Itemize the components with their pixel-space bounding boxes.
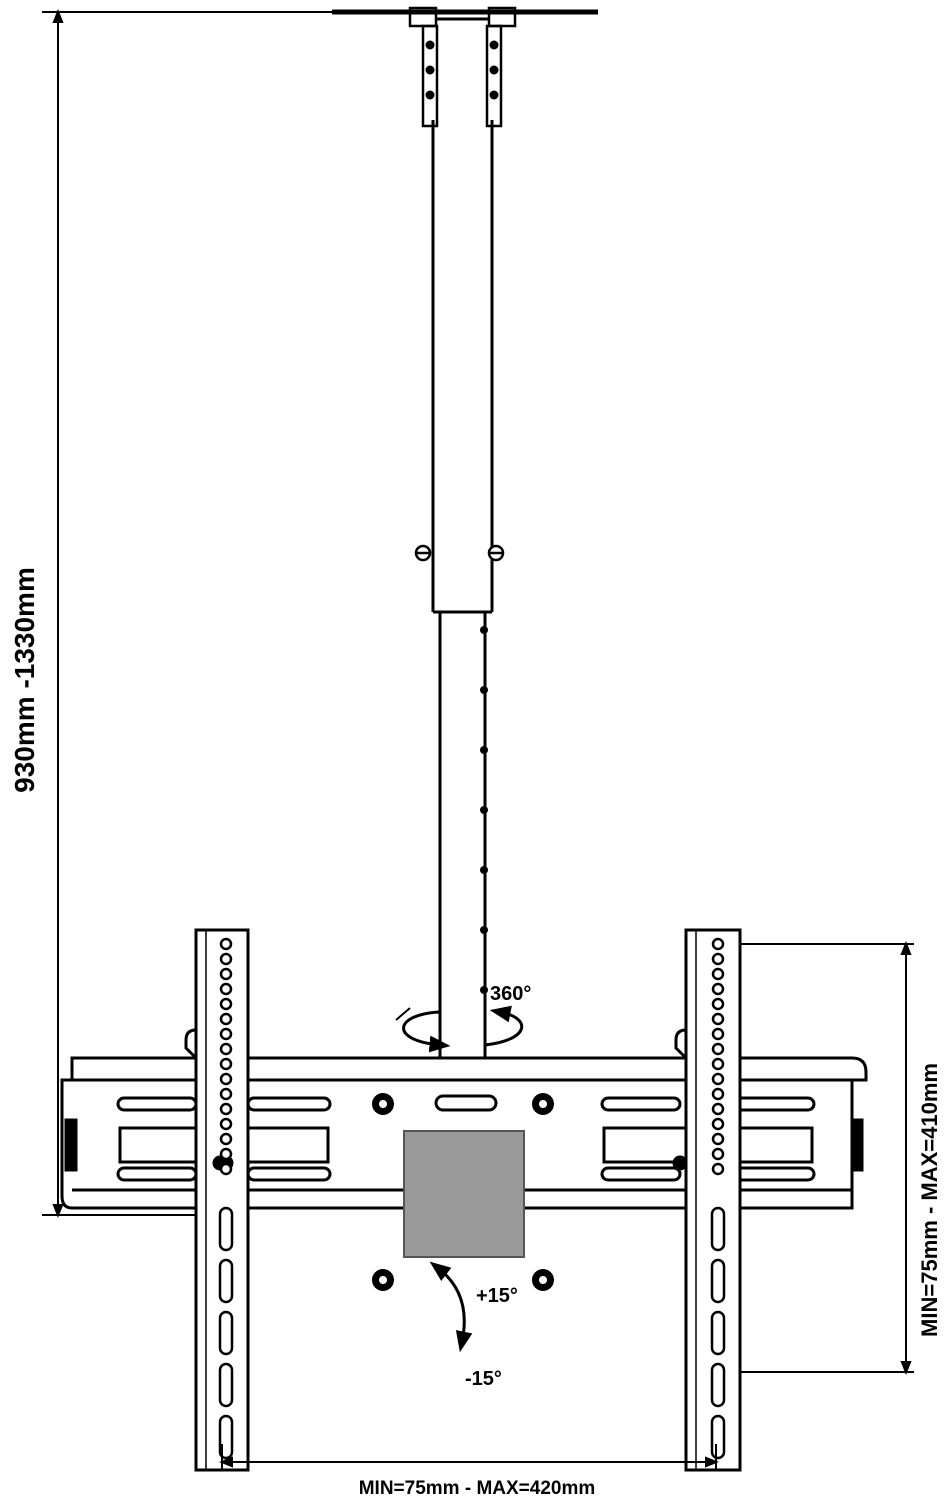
arm-hole [219,952,233,966]
outer-pole [431,120,494,614]
arm-slot [710,1362,726,1408]
pole-hole [480,746,488,754]
arm-slot [710,1310,726,1356]
arm-hole [711,982,725,996]
arm-hole [219,937,233,951]
vertical-spacing-dimension-line [740,941,914,1375]
center-mounting-plate [372,1093,554,1291]
arm-slot [218,1258,234,1304]
arm-hole [711,1117,725,1131]
pole-hole [480,806,488,814]
arm-hole [219,982,233,996]
arm-hole [219,1057,233,1071]
rotation-angle-label: 360° [490,983,531,1005]
arm-hole [711,952,725,966]
arm-hole [219,1132,233,1146]
arm-slot [218,1310,234,1356]
pole-adjustment-holes [480,626,488,994]
left-arm-holes [219,937,233,1176]
tilt-down-label: -15° [465,1368,502,1390]
horizontal-spacing-label: MIN=75mm - MAX=420mm [359,1478,596,1499]
pole-hole [480,626,488,634]
arm-slot [710,1206,726,1252]
left-vertical-arm [184,928,250,1472]
rotation-arrow-icon [395,1005,524,1053]
arm-hole [711,1027,725,1041]
arm-hole [711,1162,725,1176]
arm-hole [219,1147,233,1161]
arm-hole [219,1027,233,1041]
right-arm-slots [710,1206,726,1460]
horizontal-spacing-dimension-line [219,1444,719,1470]
arm-hole [711,1042,725,1056]
arm-hole [219,1162,233,1176]
arm-hole [711,1132,725,1146]
arm-slot [710,1414,726,1460]
right-arm-holes [711,937,725,1176]
arm-hole [219,967,233,981]
arm-hole [219,1072,233,1086]
ceiling-plate [332,6,598,128]
arm-hole [219,1117,233,1131]
pole-lock-knobs [414,544,505,562]
tilt-arrow-icon [429,1261,473,1353]
arm-hole [711,997,725,1011]
tilt-up-label: +15° [476,1285,518,1307]
pole-hole [480,686,488,694]
arm-hole [711,1087,725,1101]
arm-hole [219,1087,233,1101]
pole-hole [480,926,488,934]
arm-slot [218,1206,234,1252]
height-range-label: 930mm -1330mm [9,567,40,793]
inner-pole [438,612,487,1058]
arm-hole [711,1012,725,1026]
arm-hole [711,1147,725,1161]
arm-hole [711,1072,725,1086]
pole-hole [480,866,488,874]
arm-hole [711,1057,725,1071]
arm-hole [219,1012,233,1026]
arm-hole [711,967,725,981]
arm-slot [710,1258,726,1304]
vertical-spacing-label: MIN=75mm - MAX=410mm [917,1063,942,1337]
arm-slot [218,1362,234,1408]
arm-hole [219,1102,233,1116]
arm-hole [711,1102,725,1116]
height-dimension-line [42,8,332,1218]
arm-hole [711,937,725,951]
arm-hole [219,1042,233,1056]
left-arm-slots [218,1206,234,1460]
pole-hole [480,986,488,994]
arm-hole [219,997,233,1011]
